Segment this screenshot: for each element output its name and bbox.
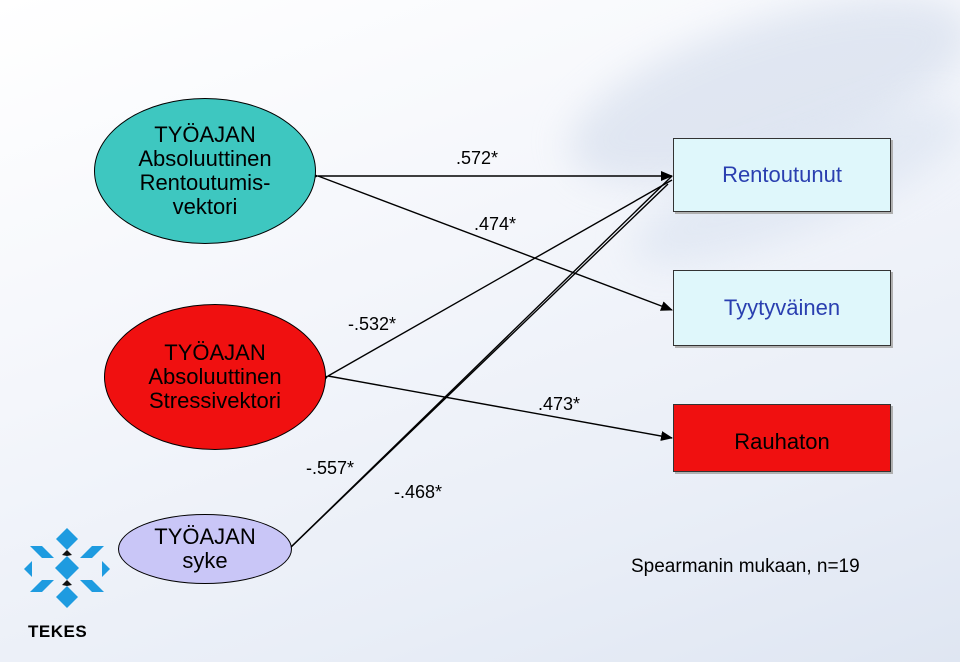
node-relaxed: Rentoutunut [673,138,891,212]
footnote: Spearmanin mukaan, n=19 [631,556,860,577]
node-absolute-relaxation-vector: TYÖAJAN Absoluuttinen Rentoutumis- vekto… [94,98,316,244]
tekes-logo-icon [24,528,110,608]
node-label: Tyytyväinen [723,295,841,320]
node-line: TYÖAJAN [154,524,256,549]
correlation-label: -.468* [394,482,443,502]
correlation-label: .572* [456,148,499,168]
arrow-stress-to-relaxed [315,179,673,386]
correlation-label: .474* [474,214,517,234]
node-line: Absoluuttinen [138,146,272,171]
node-line: Absoluuttinen [148,364,282,389]
node-line: TYÖAJAN [154,122,256,147]
node-line: vektori [172,194,238,219]
node-line: Rentoutumis- [139,170,271,195]
node-line: Stressivektori [148,388,282,413]
node-absolute-stress-vector: TYÖAJAN Absoluuttinen Stressivektori [104,304,326,450]
arrow-heart-rate-to-relaxed-b [278,175,673,560]
correlation-label: .473* [538,394,581,414]
node-label: Rentoutunut [722,162,842,187]
arrow-stress-to-restless [327,375,673,441]
node-restless: Rauhaton [673,404,891,472]
arrow-relaxation-to-satisfied [317,175,673,311]
node-line: TYÖAJAN [164,340,266,365]
tekes-logo-text: TEKES [28,622,88,641]
node-line: syke [182,548,228,573]
node-heart-rate: TYÖAJAN syke [118,514,292,584]
correlation-label: -.557* [306,458,355,478]
correlation-label: -.532* [348,314,397,334]
node-satisfied: Tyytyväinen [673,270,891,346]
node-label: Rauhaton [734,429,830,454]
